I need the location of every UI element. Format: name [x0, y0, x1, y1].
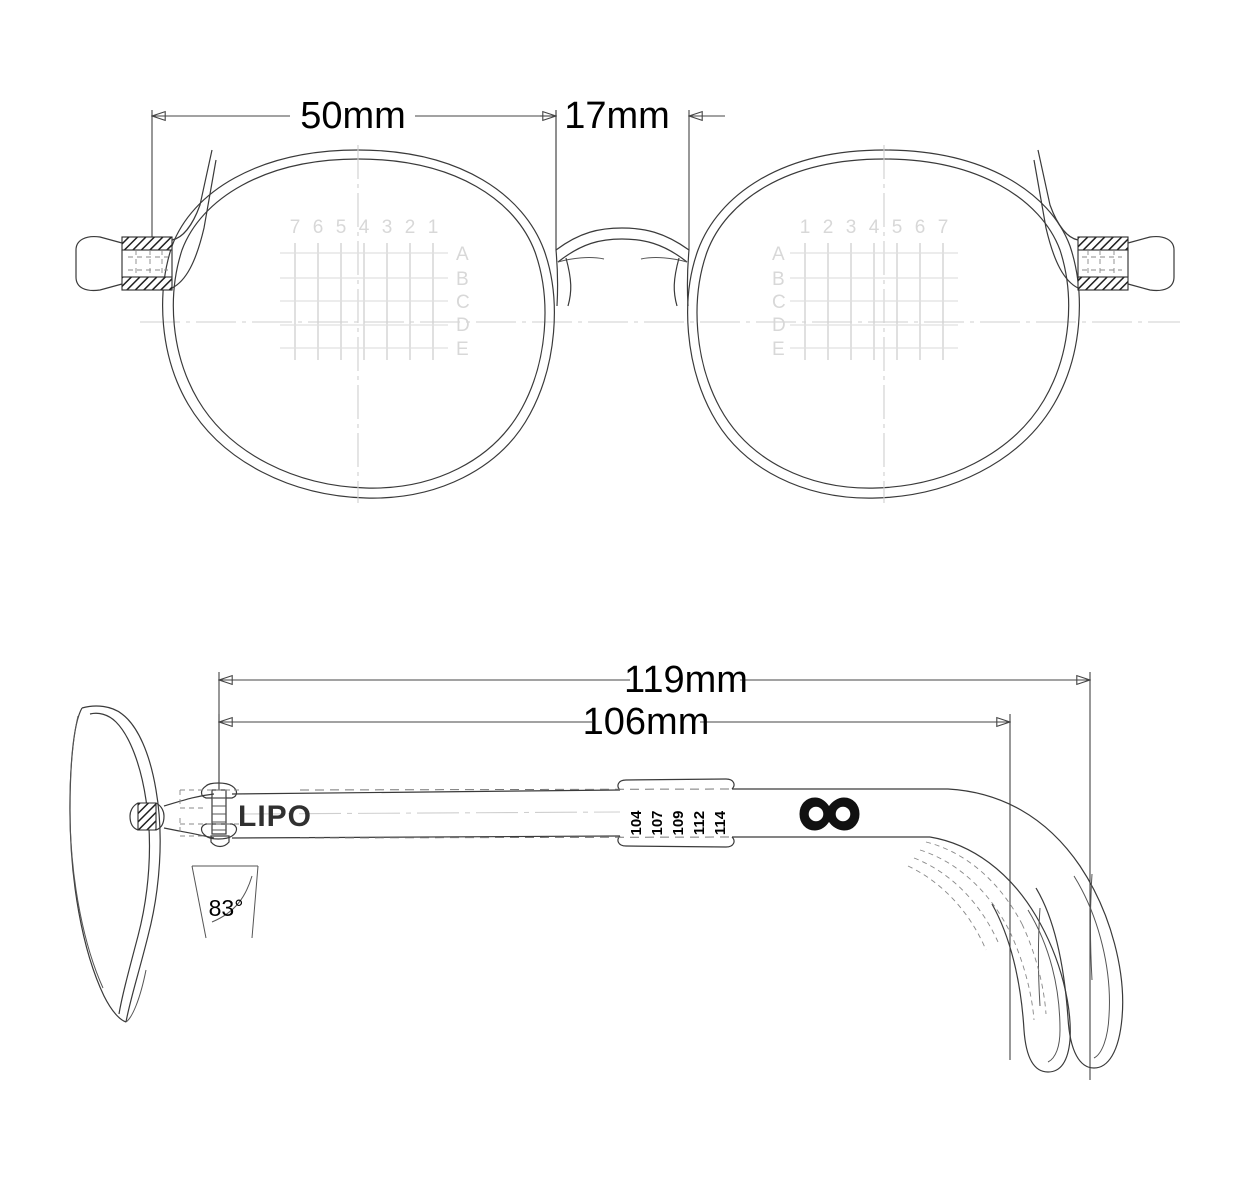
- temple-marking: 109: [670, 810, 687, 835]
- double-circle-icon: [799, 797, 860, 831]
- temple-centerline: [239, 811, 621, 815]
- side-hinge-assembly: [129, 782, 240, 848]
- right-grid-col-label: 2: [823, 217, 834, 238]
- bridge-assembly: [555, 227, 690, 307]
- left-grid-col-label: 2: [405, 217, 416, 238]
- right-grid-row-label: B: [772, 269, 785, 290]
- right-grid-col-label: 7: [938, 217, 949, 238]
- right-grid-col-label: 5: [892, 217, 903, 238]
- left-grid-col-label: 6: [313, 217, 324, 238]
- dimension-lens-width: 50mm: [152, 95, 556, 250]
- right-grid-row-label: E: [772, 339, 785, 360]
- right-grid-col-label: 4: [869, 217, 880, 238]
- temple-marking: 104: [628, 810, 645, 836]
- dimension-label-temple-to-bend-length: 106mm: [583, 701, 710, 743]
- angle-annotation: 83°: [191, 865, 259, 939]
- temple-marking: 114: [712, 810, 729, 835]
- right-grid-col-label: 6: [915, 217, 926, 238]
- dimension-bridge-width: 17mm: [540, 95, 725, 250]
- right-grid-row-label: D: [772, 315, 786, 336]
- left-grid-col-label: 3: [382, 217, 393, 238]
- dimension-label-lens-width: 50mm: [300, 95, 406, 137]
- side-temple-arm: 104 107 109 112 114 LIPO: [231, 778, 948, 848]
- left-hinge-assembly: [75, 149, 217, 292]
- dimension-temple-total-length: 119mm: [219, 659, 1090, 1080]
- dimension-label-temple-total-length: 119mm: [624, 659, 748, 701]
- left-grid-row-label: E: [456, 339, 469, 360]
- left-lens: [162, 145, 555, 503]
- right-grid-col-label: 1: [800, 217, 811, 238]
- left-grid-col-label: 1: [428, 217, 439, 238]
- brand-logo-text: LIPO: [238, 800, 312, 833]
- right-grid-col-label: 3: [846, 217, 857, 238]
- right-grid-row-label: A: [772, 244, 785, 265]
- right-lens: [687, 145, 1080, 503]
- left-grid-row-label: D: [456, 315, 470, 336]
- side-temple-tip: [907, 788, 1124, 1073]
- right-grid-row-label: C: [772, 292, 786, 313]
- left-grid-row-label: A: [456, 244, 469, 265]
- left-grid-col-label: 4: [359, 217, 370, 238]
- left-grid-row-label: B: [456, 269, 469, 290]
- temple-marking: 112: [691, 811, 708, 835]
- temple-markings-group: 104 107 109 112 114: [628, 810, 729, 836]
- right-lens-grid: 1 2 3 4 5 6 7 A B C D E: [772, 217, 958, 360]
- left-grid-row-label: C: [456, 292, 470, 313]
- left-lens-grid: 7 6 5 4 3 2 1 A B C D E: [280, 217, 470, 360]
- left-grid-col-label: 5: [336, 217, 347, 238]
- side-lens-profile: [69, 705, 161, 1023]
- left-grid-col-label: 7: [290, 217, 301, 238]
- right-hinge-assembly: [1033, 149, 1175, 292]
- temple-marking: 107: [649, 810, 666, 835]
- dimension-temple-to-bend-length: 106mm: [219, 701, 1010, 1060]
- side-view-group: 119mm 106mm: [69, 659, 1124, 1080]
- front-view-group: 50mm 17mm: [75, 95, 1180, 503]
- dimension-label-bridge-width: 17mm: [564, 95, 670, 137]
- angle-label: 83°: [209, 895, 244, 921]
